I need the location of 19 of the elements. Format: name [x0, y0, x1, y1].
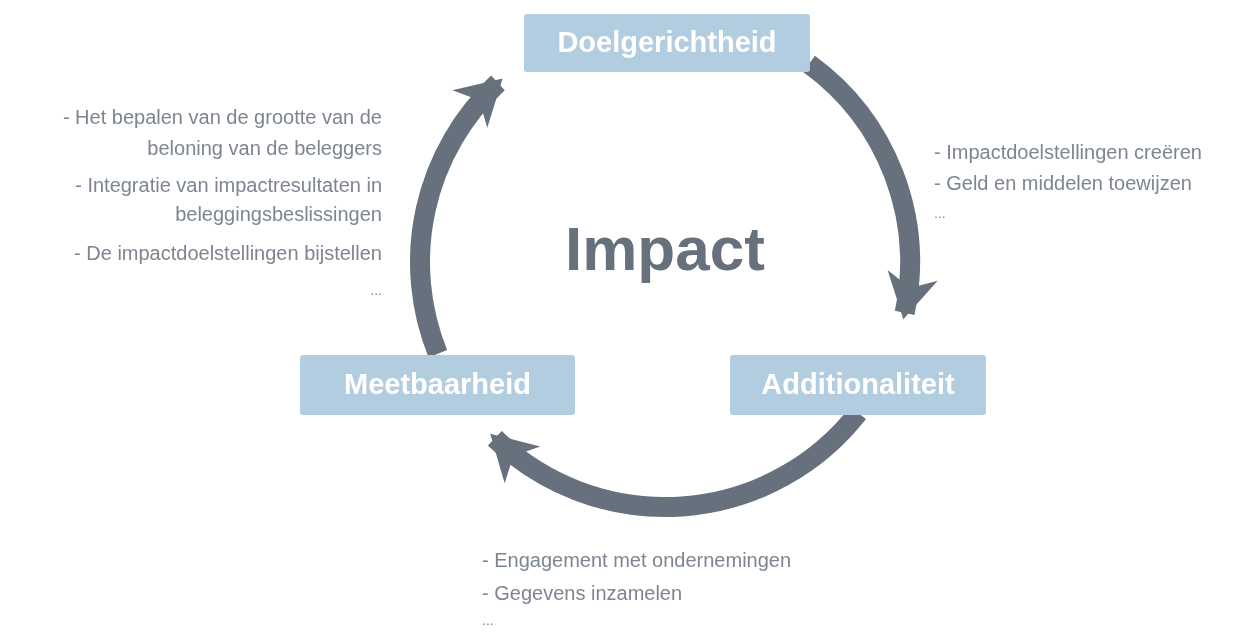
bullet-text: ... — [934, 204, 946, 223]
bullet-text: - Gegevens inzamelen — [482, 581, 683, 606]
bullet-text: ... — [482, 611, 494, 630]
phase-title: Doelgerichtheid — [557, 25, 777, 61]
bullet-text: - Engagement met ondernemingen — [482, 548, 792, 573]
center-title: Impact — [565, 213, 765, 285]
phase-title: Additionaliteit — [761, 367, 955, 403]
bullet-text: - Impactdoelstellingen creëren — [934, 140, 1202, 165]
bullet-text: - Het bepalen van de grootte van de beloning van de beleggers — [61, 105, 382, 161]
phase-box — [730, 355, 986, 415]
bullet-text: - De impactdoelstellingen bijstellen — [74, 241, 382, 266]
bullet-text: - Integratie van impactresultaten in beleggingsbeslissingen — [74, 173, 382, 227]
phase-title: Meetbaarheid — [344, 367, 531, 403]
bullet-text: ... — [370, 281, 382, 300]
phase-box — [524, 14, 810, 72]
cycle-arrow — [802, 56, 936, 320]
bullet-text: - Geld en middelen toewijzen — [934, 171, 1192, 196]
cycle-arrow — [410, 75, 506, 357]
phase-box — [300, 355, 575, 415]
